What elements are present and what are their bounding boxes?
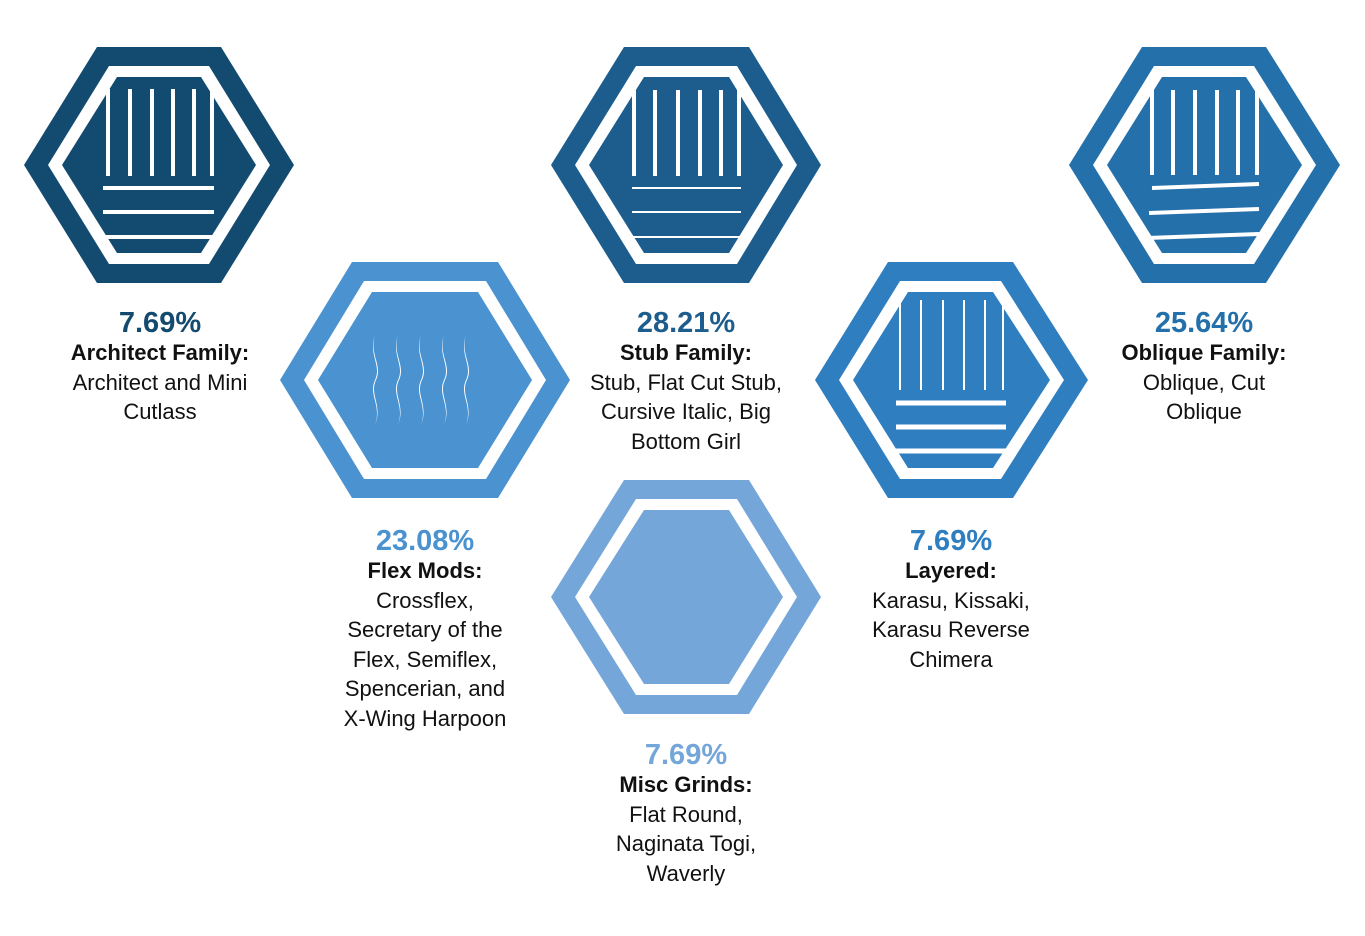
layered-title: Layered:	[905, 558, 997, 583]
oblique-hexagon	[1069, 47, 1340, 283]
architect-hexagon	[24, 47, 294, 283]
flex-hexagon	[280, 262, 570, 498]
stub-description: Stub, Flat Cut Stub, Cursive Italic, Big…	[590, 369, 782, 454]
misc-percent: 7.69%	[644, 739, 728, 771]
architect-hexagon-inner	[62, 77, 256, 253]
flex-description: Crossflex, Secretary of the Flex, Semifl…	[343, 587, 507, 731]
oblique-label: 25.64% Oblique Family: Oblique, Cut Obli…	[1084, 308, 1324, 427]
architect-title: Architect Family:	[70, 340, 250, 365]
plain-hexagon-icon	[589, 510, 783, 684]
stub-lines-icon	[632, 90, 741, 238]
oblique-lines-icon	[1146, 90, 1260, 240]
architect-description: Architect and Mini Cutlass	[72, 369, 248, 425]
layered-description: Karasu, Kissaki, Karasu Reverse Chimera	[872, 587, 1030, 672]
flex-percent: 23.08%	[375, 525, 475, 557]
flex-title: Flex Mods:	[367, 558, 483, 583]
flex-label: 23.08% Flex Mods: Crossflex, Secretary o…	[305, 526, 545, 733]
stub-hexagon	[551, 47, 821, 283]
layered-lines-icon	[896, 300, 1006, 454]
layered-hexagon-inner	[853, 292, 1050, 468]
stub-label: 28.21% Stub Family: Stub, Flat Cut Stub,…	[566, 308, 806, 456]
architect-lines-icon	[103, 89, 214, 239]
architect-percent: 7.69%	[118, 307, 202, 339]
flex-tines-icon	[372, 335, 470, 425]
oblique-description: Oblique, Cut Oblique	[1142, 369, 1266, 425]
misc-description: Flat Round, Naginata Togi, Waverly	[615, 801, 757, 886]
layered-label: 7.69% Layered: Karasu, Kissaki, Karasu R…	[831, 526, 1071, 674]
layered-hexagon	[815, 262, 1088, 498]
oblique-title: Oblique Family:	[1121, 340, 1287, 365]
stub-title: Stub Family:	[619, 340, 752, 365]
misc-label: 7.69% Misc Grinds: Flat Round, Naginata …	[566, 740, 806, 888]
layered-percent: 7.69%	[909, 525, 993, 557]
oblique-percent: 25.64%	[1154, 307, 1254, 339]
misc-title: Misc Grinds:	[619, 772, 753, 797]
stub-percent: 28.21%	[636, 307, 736, 339]
architect-label: 7.69% Architect Family: Architect and Mi…	[40, 308, 280, 427]
misc-hexagon	[551, 480, 821, 714]
stub-hexagon-inner	[589, 77, 783, 253]
flex-hexagon-inner	[318, 292, 532, 468]
